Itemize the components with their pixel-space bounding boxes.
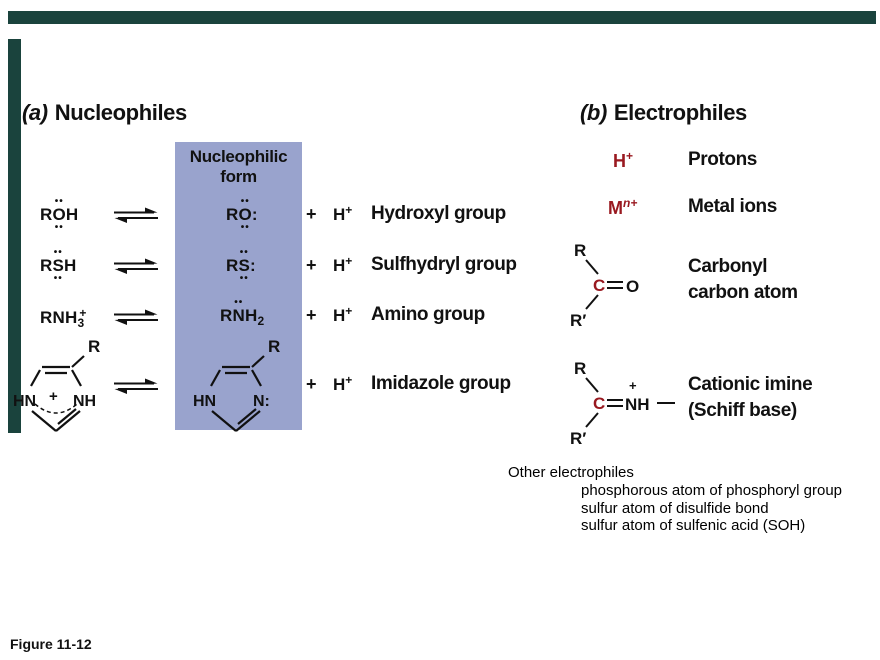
figure-number: Figure 11-12	[10, 636, 92, 652]
formula-roh: R••O••H	[40, 196, 79, 233]
formula-rs-nucleophile: R••S••:	[226, 247, 256, 284]
proton-formula: H+	[333, 304, 353, 325]
carbonyl-structure: R C O R′	[570, 241, 639, 330]
other-electrophiles-title: Other electrophiles	[508, 464, 634, 481]
nucleophilic-form-box	[175, 142, 302, 430]
imine-nitrogen: NH	[625, 395, 650, 414]
lone-pair-dots: ••	[54, 222, 64, 233]
metal-ion-electrophile: Mn+	[608, 196, 638, 218]
lone-pair-dots: ••	[240, 196, 250, 207]
group-label-hydroxyl: Hydroxyl group	[371, 203, 506, 224]
proton-formula: H+	[333, 203, 353, 224]
formula-rnh3: RNH3+	[40, 306, 87, 330]
formula-ro-nucleophile: R••O••:	[226, 196, 258, 233]
substituent-r: R	[88, 337, 100, 356]
carbonyl-oxygen: O	[626, 277, 639, 296]
box-title-line1: Nucleophilic	[189, 147, 288, 166]
ring-nh-right: NH	[73, 393, 96, 410]
other-electrophiles-line: phosphorous atom of phosphoryl group	[581, 482, 843, 499]
panel-a-letter: (a)	[22, 100, 48, 125]
imine-positive-charge: +	[629, 378, 637, 393]
group-label-amino: Amino group	[371, 304, 485, 325]
substituent-r: R	[574, 241, 586, 260]
equilibrium-arrow	[114, 207, 158, 223]
panel-a-title: Nucleophiles	[54, 100, 188, 125]
lone-pair-dots: ••	[239, 273, 249, 284]
label-protons: Protons	[688, 149, 757, 170]
slide-accent-bar-left	[8, 39, 21, 433]
lone-pair-dots: ••	[240, 222, 250, 233]
substituent-r-prime: R′	[570, 429, 586, 448]
formula-rsh: R••S••H	[40, 247, 77, 284]
cationic-imine-structure: R C + NH R′	[570, 359, 675, 448]
lone-pair-dots: ••	[239, 247, 249, 258]
panel-b-letter: (b)	[580, 100, 607, 125]
label-metal-ions: Metal ions	[688, 196, 777, 217]
ring-nh-left: HN	[193, 393, 216, 410]
formula-rnh2-nucleophile: R••NH2	[220, 297, 265, 329]
panel-b-title: Electrophiles	[613, 100, 747, 125]
imine-carbon: C	[593, 394, 605, 413]
lone-pair-dots: ••	[53, 273, 63, 284]
substituent-r-prime: R′	[570, 311, 586, 330]
proton-formula: H+	[333, 373, 353, 394]
plus-sign: +	[306, 305, 317, 325]
box-title-line2: form	[220, 167, 257, 186]
imidazole-structure: R HN N:	[193, 337, 280, 432]
label-cationic-imine: Cationic imine (Schiff base)	[688, 374, 813, 421]
group-label-sulfhydryl: Sulfhydryl group	[371, 254, 517, 275]
plus-sign: +	[306, 204, 317, 224]
other-electrophiles-block: Other electrophiles phosphorous atom of …	[508, 464, 842, 535]
carbonyl-carbon: C	[593, 276, 605, 295]
other-electrophiles-line: sulfur atom of sulfenic acid (SOH)	[581, 517, 806, 534]
label-carbonyl: Carbonyl carbon atom	[688, 256, 798, 303]
ring-nh-left: HN	[13, 393, 36, 410]
plus-sign: +	[306, 255, 317, 275]
plus-sign: +	[306, 374, 317, 394]
proton-electrophile: H+	[613, 149, 634, 171]
substituent-r: R	[268, 337, 280, 356]
panel-a-heading: (a)Nucleophiles	[22, 100, 187, 126]
group-label-imidazole: Imidazole group	[371, 373, 511, 394]
panel-b-heading: (b)Electrophiles	[580, 100, 747, 126]
equilibrium-arrow	[114, 258, 158, 274]
imidazolium-structure: R HN NH +	[13, 337, 100, 432]
lone-pair-dots: ••	[54, 196, 64, 207]
proton-formula: H+	[333, 254, 353, 275]
lone-pair-dots: ••	[53, 247, 63, 258]
ring-positive-charge: +	[49, 388, 58, 405]
equilibrium-arrow	[114, 309, 158, 325]
ring-n-lone-pair: N:	[253, 393, 270, 410]
nucleophilic-form-box-title: Nucleophilic form	[175, 147, 302, 187]
substituent-r: R	[574, 359, 586, 378]
equilibrium-arrow	[114, 378, 158, 394]
slide-accent-bar-top	[8, 11, 876, 24]
other-electrophiles-line: sulfur atom of disulfide bond	[581, 499, 769, 517]
lone-pair-dots: ••	[234, 297, 244, 308]
